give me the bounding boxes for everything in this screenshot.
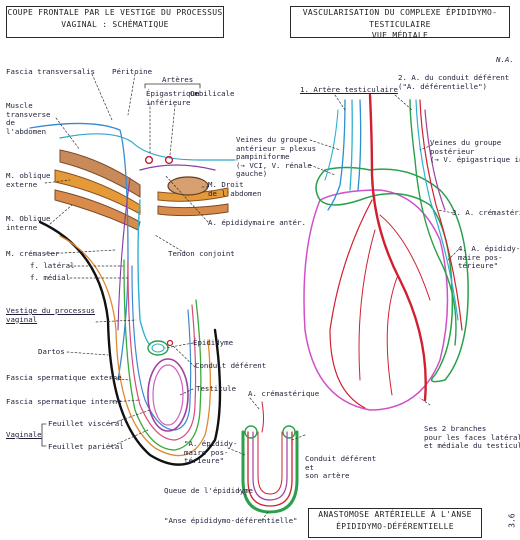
label-artere-testiculaire: 1. Artère testiculaire — [300, 86, 398, 95]
left-title-line2: VAGINAL : SCHÉMATIQUE — [7, 19, 223, 31]
label-f-medial: f. médial — [30, 274, 70, 283]
label-a-cremasterique-bottom: A. crémastérique — [248, 390, 319, 399]
label-tendon-conjoint: Tendon conjoint — [168, 250, 235, 259]
artery-branch-2 — [359, 230, 375, 380]
label-a-conduit-deferent: 2. A. du conduit déférent ("A. déférenti… — [398, 74, 509, 91]
label-vestige: Vestige du processus vaginal — [6, 307, 95, 324]
artery-branch-3 — [380, 215, 430, 300]
loop-right-top — [283, 426, 295, 438]
label-m-droit: M. Droit de l'abdomen — [208, 181, 261, 198]
side-page-note: 3.6 — [508, 513, 517, 527]
label-a-epid-post-bottom: "A. épididy- maire pos- térieure" — [184, 440, 237, 466]
deferent-circle — [168, 341, 173, 346]
label-conduit-deferent: Conduit déférent — [195, 362, 266, 371]
vein-anterior-3 — [358, 100, 361, 190]
label-a-cremasterique-3: 3. A. crémastérique — [452, 209, 520, 218]
vaginale-bracket — [42, 424, 46, 446]
label-peritoine: Péritoine — [112, 68, 152, 77]
label-ombilicale: Ombilicale — [190, 90, 235, 99]
cremasteric-artery-bottom — [262, 402, 264, 432]
label-m-oblique-interne: M. Oblique interne — [6, 215, 51, 232]
label-feuillet-parietal: Feuillet pariétal — [48, 443, 124, 452]
loop-red-1 — [248, 432, 292, 506]
label-feuillet-visceral: Feuillet viscéral — [48, 420, 124, 429]
label-arteres: Artères — [162, 76, 193, 85]
label-muscle-transverse: Muscle transverse de l'abdomen — [6, 102, 51, 136]
rectus-muscle — [168, 177, 208, 195]
label-f-lateral: f. latéral — [30, 262, 75, 271]
label-queue-epididyme: Queue de l'épididyme — [164, 487, 253, 496]
artery-epigastric-circle — [146, 157, 153, 164]
peritoneum-line — [60, 134, 235, 160]
deferent-duct-tube — [410, 100, 456, 345]
bottom-title-box: ANASTOMOSE ARTÉRIELLE À L'ANSE ÉPIDIDYMO… — [308, 508, 482, 538]
artery-testicular-main — [370, 95, 426, 400]
testis-outer — [148, 359, 188, 431]
right-title-box: VASCULARISATION DU COMPLEXE ÉPIDIDYMO-TE… — [290, 6, 510, 38]
bottom-title-line2: ÉPIDIDYMO-DÉFÉRENTIELLE — [309, 521, 481, 533]
loop-left-top — [245, 426, 257, 438]
purple-line-1 — [140, 165, 215, 170]
artery-branch-4 — [387, 275, 398, 395]
label-fascia-transversalis: Fascia transversalis — [6, 68, 95, 77]
label-a-epididymaire-post: 4. A. épididy- maire pos- térieure" — [458, 245, 520, 271]
label-veines-posterieur: Veines du groupe postérieur (→ V. épigas… — [430, 139, 520, 165]
testis-inner — [153, 365, 183, 425]
bottom-title-line1: ANASTOMOSE ARTÉRIELLE À L'ANSE — [309, 509, 481, 521]
loop-red-inner — [258, 432, 282, 494]
label-dartos: Dartos — [38, 348, 65, 357]
label-initials: N.A. — [496, 56, 514, 65]
label-fascia-externe: Fascia spermatique externe — [6, 374, 122, 383]
epididymis-cyan — [152, 344, 164, 352]
label-m-oblique-externe: M. oblique externe — [6, 172, 51, 189]
epididymis-outline — [316, 168, 468, 382]
label-fascia-interne: Fascia spermatique interne — [6, 398, 122, 407]
label-epididyme: Épididyme — [193, 339, 233, 348]
left-title-box: COUPE FRONTALE PAR LE VESTIGE DU PROCESS… — [6, 6, 224, 38]
label-testicule: Testicule — [196, 385, 236, 394]
label-conduit-et-artere: Conduit déférent et son artère — [305, 455, 376, 481]
bottom-anastomosis-diagram — [228, 398, 305, 520]
label-vaginale: Vaginale — [6, 431, 42, 440]
label-m-cremaster: M. crémaster — [6, 250, 59, 259]
vein-anterior-2 — [350, 100, 352, 190]
left-title-line1: COUPE FRONTALE PAR LE VESTIGE DU PROCESS… — [7, 7, 223, 19]
label-a-epididymaire-anter: A. épididymaire antér. — [208, 219, 306, 228]
label-veines-anterieur: Veines du groupe antérieur = plexus pamp… — [236, 136, 316, 179]
arteres-bracket — [145, 84, 200, 88]
artery-branch-1 — [330, 200, 372, 408]
label-anse: "Anse épididymo-déférentielle" — [164, 517, 298, 526]
right-title-line1: VASCULARISATION DU COMPLEXE ÉPIDIDYMO-TE… — [291, 7, 509, 30]
right-title-line2: VUE MÉDIALE — [291, 30, 509, 42]
